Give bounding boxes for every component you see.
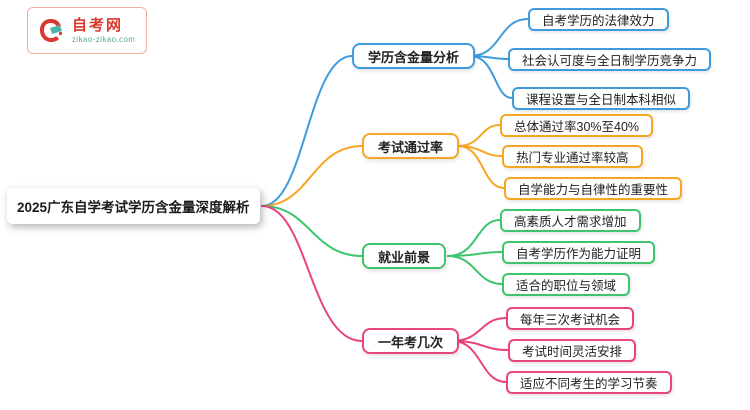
child-node[interactable]: 自考学历作为能力证明 <box>502 241 656 264</box>
child-node[interactable]: 热门专业通过率较高 <box>502 145 643 168</box>
child-node[interactable]: 社会认可度与全日制学历竞争力 <box>508 48 712 71</box>
logo-text: 自考网 zikao-zikao.com <box>72 17 135 43</box>
branch-employment-prospects[interactable]: 就业前景 <box>362 243 447 269</box>
root-topic-node[interactable]: 2025广东自学考试学历含金量深度解析 <box>7 188 260 224</box>
link-group-exam-frequency <box>261 205 509 383</box>
child-node[interactable]: 每年三次考试机会 <box>506 307 635 330</box>
graduation-cap-icon <box>36 16 66 46</box>
logo-title: 自考网 <box>72 17 124 35</box>
branch-exam-pass-rate[interactable]: 考试通过率 <box>362 133 460 159</box>
site-logo[interactable]: 自考网 zikao-zikao.com <box>27 7 147 54</box>
branch-exams-per-year[interactable]: 一年考几次 <box>362 328 460 354</box>
child-node[interactable]: 考试时间灵活安排 <box>508 339 637 362</box>
child-node[interactable]: 适应不同考生的学习节奏 <box>506 371 672 394</box>
child-node[interactable]: 自学能力与自律性的重要性 <box>504 177 683 200</box>
logo-subtitle: zikao-zikao.com <box>72 34 136 44</box>
child-node[interactable]: 高素质人才需求增加 <box>500 209 641 232</box>
branch-degree-value-analysis[interactable]: 学历含金量分析 <box>352 43 476 69</box>
child-node[interactable]: 课程设置与全日制本科相似 <box>512 87 691 110</box>
child-node[interactable]: 适合的职位与领域 <box>502 273 631 296</box>
child-node[interactable]: 总体通过率30%至40% <box>500 114 654 137</box>
child-node[interactable]: 自考学历的法律效力 <box>528 8 669 31</box>
